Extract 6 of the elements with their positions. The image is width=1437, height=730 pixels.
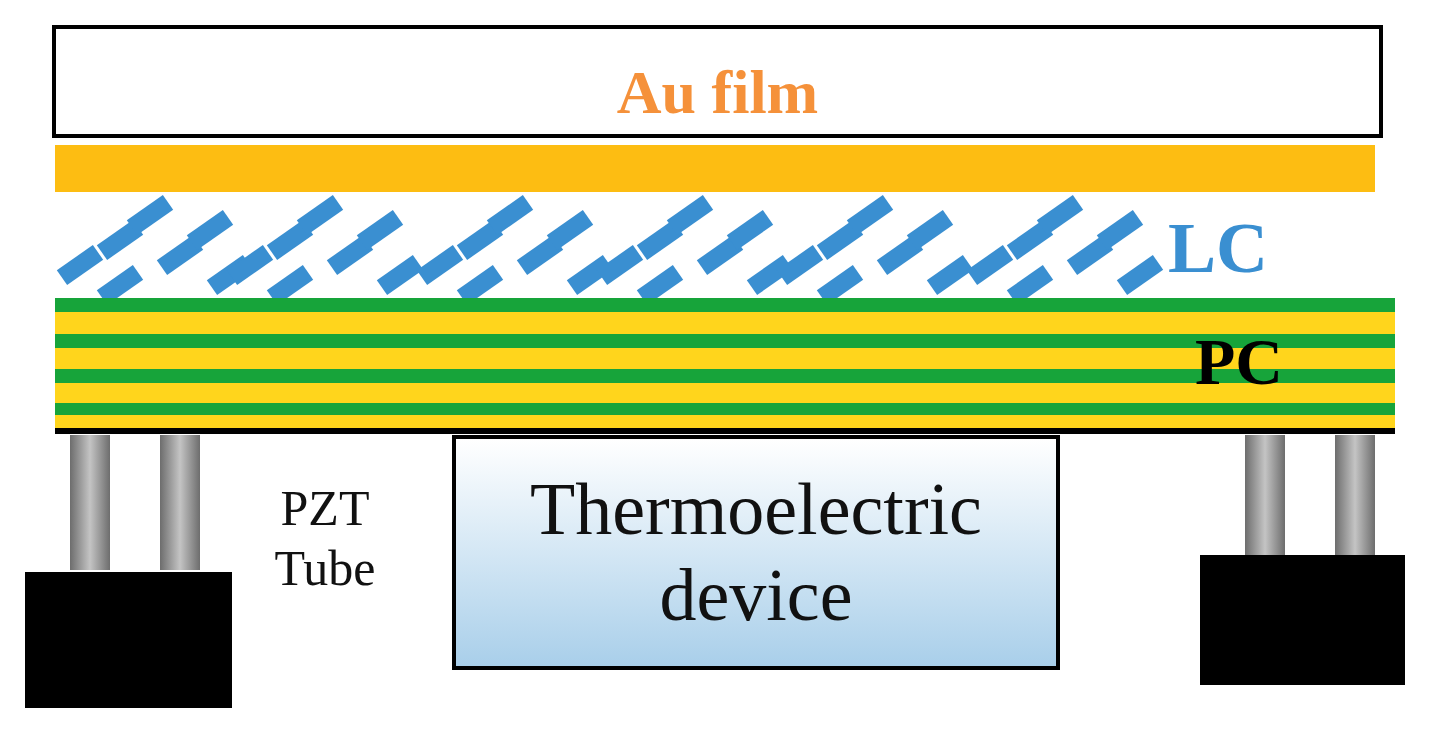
layer-label: LC bbox=[1168, 207, 1269, 290]
device-box bbox=[452, 435, 1060, 670]
film-box bbox=[52, 25, 1383, 138]
layer-label: Thermoelectric device bbox=[529, 467, 983, 638]
layer-label: PZT Tube bbox=[273, 479, 377, 598]
layer-label: Au film bbox=[616, 56, 819, 128]
